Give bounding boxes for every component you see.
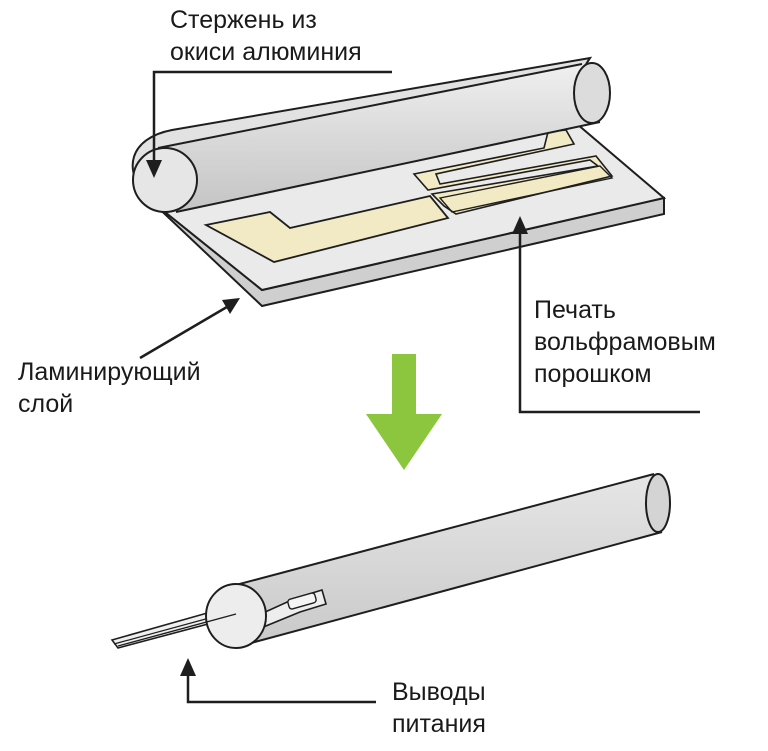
rod-label-line-1: Стержень из	[170, 6, 317, 34]
laminating-label-line-2: слой	[18, 390, 74, 418]
rod-label-line-2: окиси алюминия	[170, 38, 362, 66]
leads-label-line-1: Выводы	[392, 678, 486, 706]
leads-leader	[180, 658, 376, 704]
tungsten-label-line-1: Печать	[534, 296, 616, 324]
rod-leader	[146, 70, 392, 178]
rod-label: Стержень из окиси алюминия	[170, 4, 362, 68]
laminating-label-line-1: Ламинирующий	[18, 358, 201, 386]
laminating-layer-label: Ламинирующий слой	[18, 356, 201, 420]
leads-label-line-2: питания	[392, 710, 486, 738]
alumina-rod	[132, 62, 611, 213]
tungsten-print-label: Печать вольфрамовым порошком	[534, 294, 716, 390]
tungsten-label-line-2: вольфрамовым	[534, 328, 716, 356]
power-leads-label: Выводы питания	[392, 676, 486, 740]
tungsten-print-pattern	[203, 129, 614, 263]
finished-sensor	[110, 473, 671, 649]
tungsten-label-line-3: порошком	[534, 360, 652, 388]
process-arrow-down	[366, 354, 442, 470]
tungsten-leader	[512, 216, 700, 414]
rod-end-face	[132, 147, 198, 213]
sensor-end-face	[205, 583, 267, 649]
laminating-leader	[139, 298, 240, 360]
